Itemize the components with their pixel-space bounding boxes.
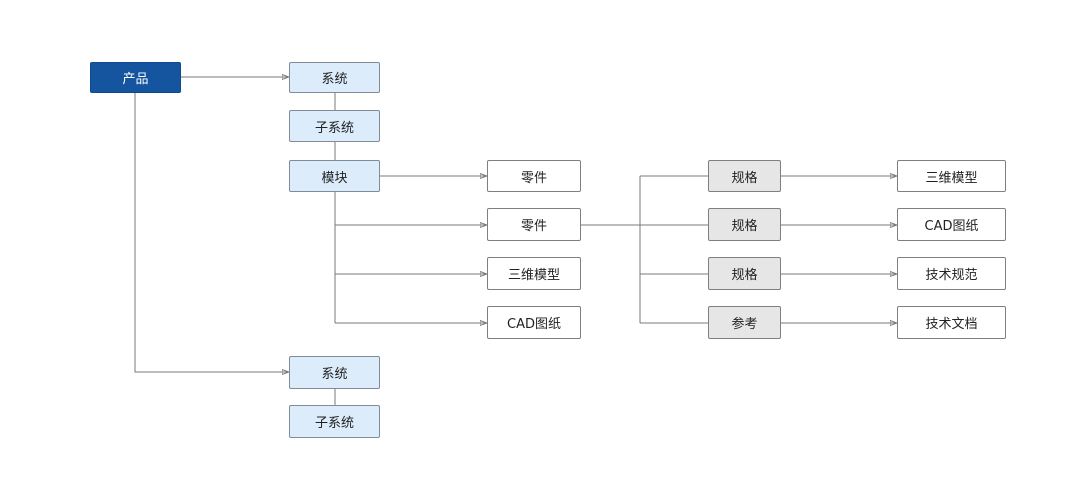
node-part-1[interactable]: 零件 [487, 160, 581, 192]
node-reference[interactable]: 参考 [708, 306, 781, 339]
node-system-1[interactable]: 系统 [289, 62, 380, 93]
node-cad-drawing-1[interactable]: CAD图纸 [487, 306, 581, 339]
node-product[interactable]: 产品 [90, 62, 181, 93]
node-tech-standard[interactable]: 技术规范 [897, 257, 1006, 290]
node-subsystem-1[interactable]: 子系统 [289, 110, 380, 142]
node-system-2[interactable]: 系统 [289, 356, 380, 389]
node-tech-document[interactable]: 技术文档 [897, 306, 1006, 339]
node-model-3d-1[interactable]: 三维模型 [487, 257, 581, 290]
connector-product-system-2 [134, 93, 289, 372]
node-spec-2[interactable]: 规格 [708, 208, 781, 241]
node-cad-drawing-2[interactable]: CAD图纸 [897, 208, 1006, 241]
node-module[interactable]: 模块 [289, 160, 380, 192]
node-spec-3[interactable]: 规格 [708, 257, 781, 290]
node-part-2[interactable]: 零件 [487, 208, 581, 241]
node-subsystem-2[interactable]: 子系统 [289, 405, 380, 438]
node-spec-1[interactable]: 规格 [708, 160, 781, 192]
node-model-3d-2[interactable]: 三维模型 [897, 160, 1006, 192]
